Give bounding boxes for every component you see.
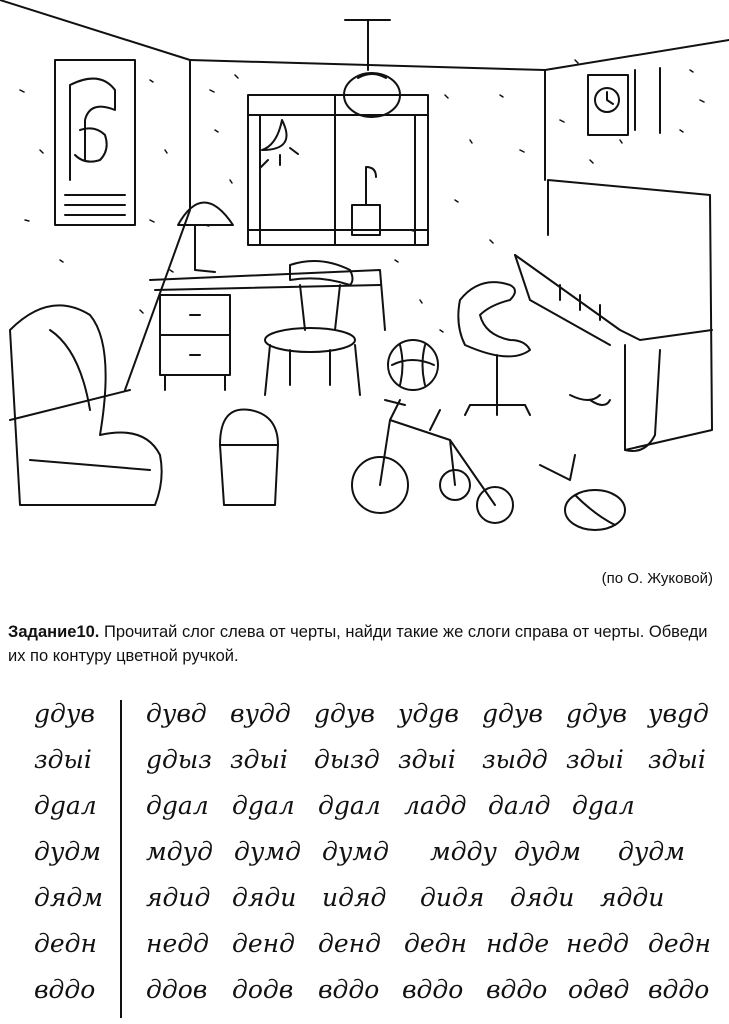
syllable-row: дgал дgал дgал дgал ладд далд дgал [0,786,729,826]
target-syllable: здыі [34,745,92,774]
vertical-divider-line [120,700,122,1018]
task-label: Задание10. [8,623,100,641]
option-syllable[interactable]: ддов [146,975,208,1004]
option-syllable[interactable]: здыі [648,745,706,774]
option-syllable[interactable]: думд [234,837,301,866]
target-syllable: дядм [34,883,103,912]
target-syllable: дедн [34,929,97,958]
option-syllable[interactable]: зыдд [482,745,548,774]
option-syllable[interactable]: недд [146,929,209,958]
illustration-credit: (по О. Жуковой) [601,570,713,587]
option-syllable[interactable]: дяди [510,883,575,912]
option-syllable[interactable]: дедн [404,929,467,958]
option-syllable[interactable]: дидя [420,883,485,912]
syllable-row: здыі gдыз здыі дызд здыі зыдд здыі здыі [0,740,729,780]
option-syllable[interactable]: дgал [572,791,635,820]
option-syllable[interactable]: вудд [230,699,291,728]
syllable-row: дудм мдуд думд думд мдду дудм дудм [0,832,729,872]
option-syllable[interactable]: дяди [232,883,297,912]
option-syllable[interactable]: вддо [402,975,464,1004]
task-instructions: Задание10. Прочитай слог слева от черты,… [8,620,720,668]
syllable-row: дедн недд денд денд дедн нdде недд дедн [0,924,729,964]
option-syllable[interactable]: додв [232,975,294,1004]
option-syllable[interactable]: увgд [648,699,709,728]
option-syllable[interactable]: gдув [566,699,627,728]
option-syllable[interactable]: здыі [566,745,624,774]
target-syllable: дудм [34,837,101,866]
option-syllable[interactable]: gдув [482,699,543,728]
option-syllable[interactable]: мдуд [146,837,213,866]
option-syllable[interactable]: здыі [230,745,288,774]
option-syllable[interactable]: одвд [568,975,630,1004]
target-syllable: вддо [34,975,96,1004]
option-syllable[interactable]: дgал [232,791,295,820]
task-text: Прочитай слог слева от черты, найди таки… [8,623,708,665]
option-syllable[interactable]: вддо [486,975,548,1004]
option-syllable[interactable]: идяд [322,883,387,912]
option-syllable[interactable]: дедн [648,929,711,958]
syllable-row: вддо ддов додв вддо вддо вддо одвд вддо [0,970,729,1010]
option-syllable[interactable]: дgал [146,791,209,820]
option-syllable[interactable]: думд [322,837,389,866]
option-syllable[interactable]: ядид [146,883,211,912]
option-syllable[interactable]: дудм [514,837,581,866]
option-syllable[interactable]: gдыз [146,745,212,774]
option-syllable[interactable]: нdде [486,929,550,958]
option-syllable[interactable]: gдув [314,699,375,728]
option-syllable[interactable]: удgв [398,699,459,728]
syllable-row: gдув дувд вудд gдув удgв gдув gдув увgд [0,694,729,734]
option-syllable[interactable]: денд [232,929,295,958]
target-syllable: gдув [34,699,95,728]
option-syllable[interactable]: денд [318,929,381,958]
option-syllable[interactable]: дызд [314,745,380,774]
option-syllable[interactable]: ядди [600,883,665,912]
room-illustration [0,0,729,531]
option-syllable[interactable]: недд [566,929,629,958]
option-syllable[interactable]: дудм [618,837,685,866]
syllable-row: дядм ядид дяди идяд дидя дяди ядди [0,878,729,918]
option-syllable[interactable]: вддо [318,975,380,1004]
option-syllable[interactable]: далд [488,791,551,820]
option-syllable[interactable]: дgал [318,791,381,820]
option-syllable[interactable]: мдду [430,837,497,866]
option-syllable[interactable]: вддо [648,975,710,1004]
option-syllable[interactable]: дувд [146,699,207,728]
option-syllable[interactable]: здыі [398,745,456,774]
option-syllable[interactable]: ладд [404,791,467,820]
target-syllable: дgал [34,791,97,820]
